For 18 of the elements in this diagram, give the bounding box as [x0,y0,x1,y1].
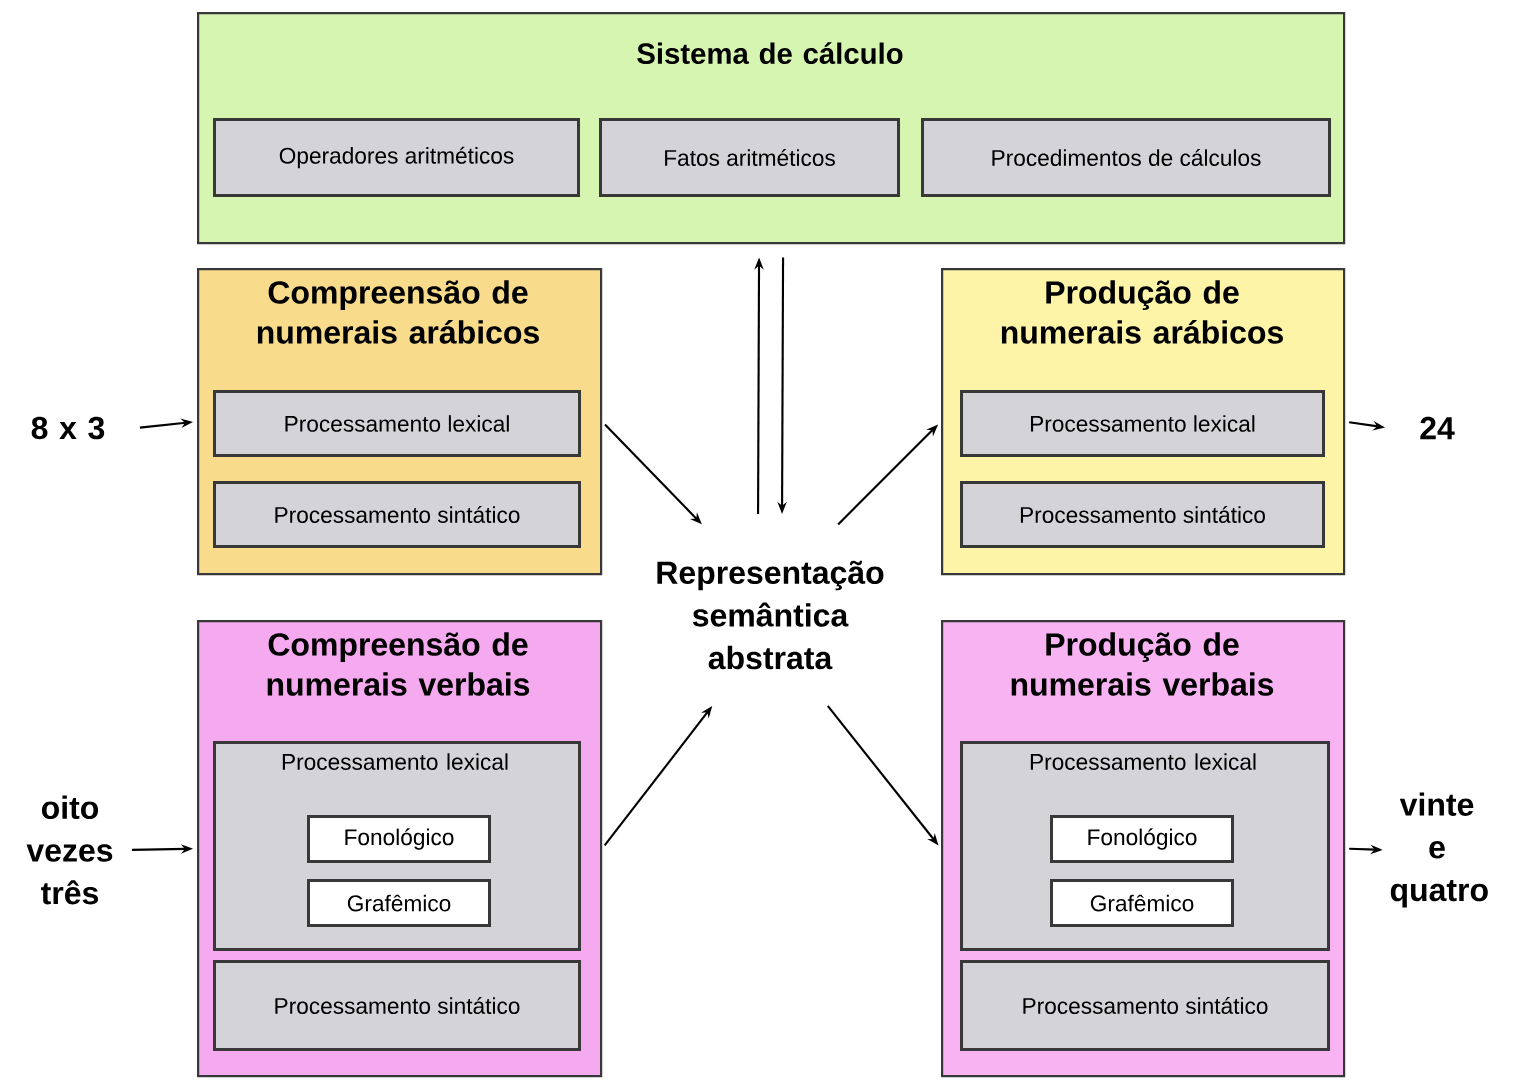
process-box: Fonológico [1050,815,1234,863]
node-label: oito vezes três [26,795,113,905]
process-box: Processamento lexical [213,390,581,457]
process-box: Fatos aritméticos [599,118,900,197]
process-box: Grafêmico [307,879,491,927]
process-box: Fonológico [307,815,491,863]
process-box: Operadores aritméticos [213,118,580,197]
process-box: Processamento lexical [960,390,1325,457]
node-label: vinte e quatro [1390,792,1488,908]
process-box: Procedimentos de cálculos [921,118,1331,197]
process-box: Processamento sintático [960,960,1330,1051]
node-label: Representação semântica abstrata [657,560,884,670]
node-label: 24 [1420,416,1455,440]
node-label: 8 x 3 [31,416,105,440]
process-box: Processamento sintático [960,481,1325,548]
process-box: Processamento sintático [213,960,581,1051]
process-box: Processamento sintático [213,481,581,548]
process-box: Grafêmico [1050,879,1234,927]
